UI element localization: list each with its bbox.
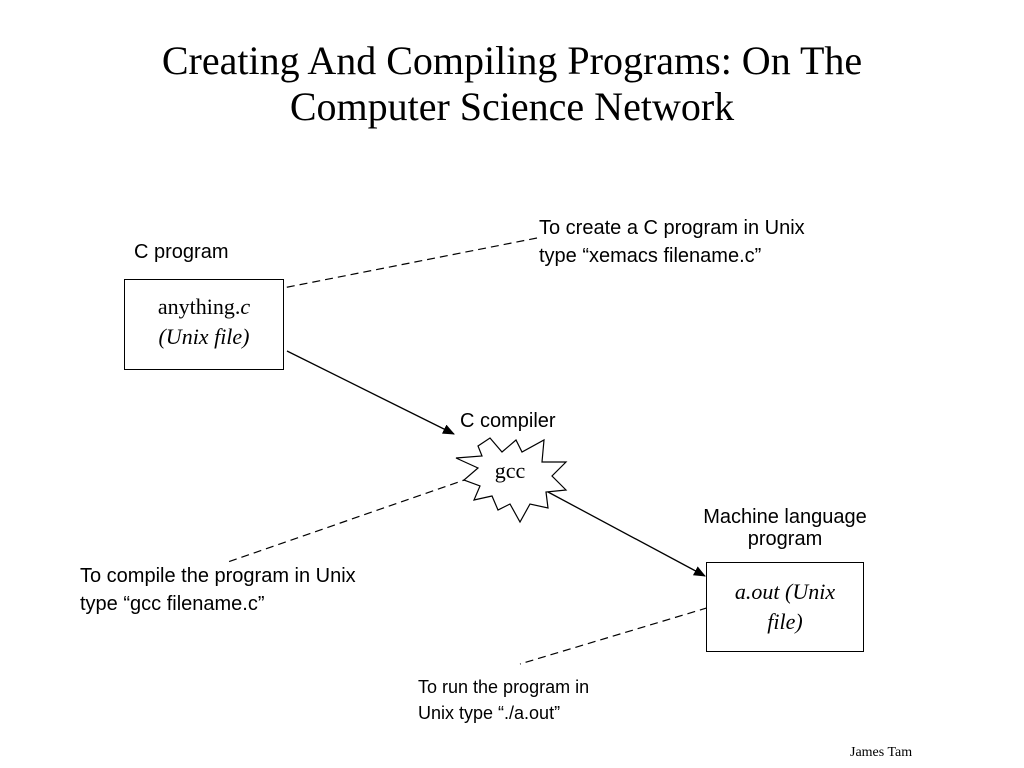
create-note-line2: type “xemacs filename.c” — [539, 245, 762, 267]
compile-note-line1: To compile the program in Unix — [80, 565, 356, 587]
source-file-box: anything.c (Unix file) — [124, 279, 284, 370]
compiler-starburst-shape — [455, 437, 568, 524]
source-file-extension: c — [240, 294, 251, 319]
run-callout-line — [519, 603, 721, 665]
source-to-compiler-arrow — [286, 350, 455, 435]
output-file-line1: a.out (Unix — [734, 579, 836, 604]
slide-title-line1: Creating And Compiling Programs: On The — [161, 38, 863, 83]
create-note: To create a C program in Unix type “xema… — [539, 214, 805, 270]
source-file-name: anything.c — [125, 292, 283, 322]
output-caption: Machine language program — [676, 506, 894, 550]
compile-note: To compile the program in Unix type “gcc… — [80, 562, 356, 618]
run-note-line2: Unix type “./a.out” — [418, 703, 561, 723]
source-file-prefix: anything. — [157, 294, 241, 319]
author-footer: James Tam — [850, 745, 913, 760]
run-note-line1: To run the program in — [418, 677, 590, 697]
source-caption: C program — [134, 241, 229, 263]
compiler-caption: C compiler — [460, 410, 556, 432]
output-file-line2: file) — [767, 609, 803, 634]
output-caption-line2: program — [747, 528, 823, 550]
compile-note-line2: type “gcc filename.c” — [80, 593, 265, 615]
slide-title: Creating And Compiling Programs: On The … — [40, 38, 984, 130]
run-note: To run the program in Unix type “./a.out… — [418, 674, 589, 726]
output-caption-line1: Machine language — [703, 506, 867, 528]
compiler-name: gcc — [494, 458, 526, 483]
slide-title-line2: Computer Science Network — [289, 84, 735, 129]
compile-callout-line — [227, 477, 471, 563]
source-file-type: (Unix file) — [158, 324, 250, 349]
create-note-line1: To create a C program in Unix — [539, 217, 805, 239]
compiler-to-output-arrow — [547, 491, 706, 577]
output-file-box: a.out (Unix file) — [706, 562, 864, 652]
